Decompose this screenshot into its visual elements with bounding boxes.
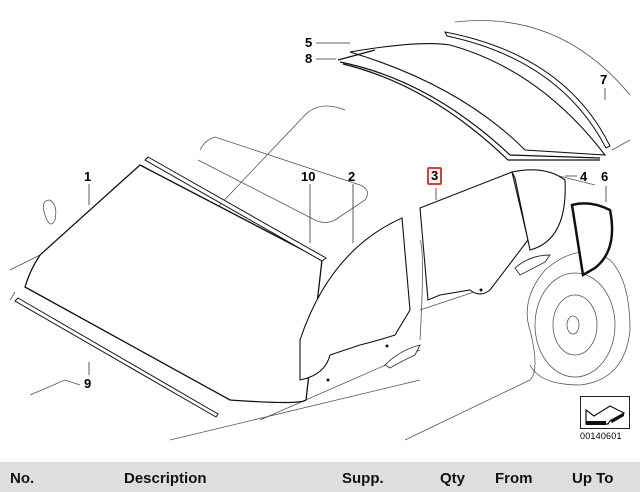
callout-3-highlighted[interactable]: 3 bbox=[427, 167, 443, 185]
column-no: No. bbox=[10, 470, 35, 487]
callout-8[interactable]: 8 bbox=[305, 51, 313, 66]
callout-2[interactable]: 2 bbox=[348, 169, 356, 184]
view-direction-arrow-icon[interactable] bbox=[580, 396, 630, 429]
parts-diagram bbox=[9, 20, 631, 441]
figure-id: 00140601 bbox=[580, 431, 622, 441]
callout-1[interactable]: 1 bbox=[84, 169, 92, 184]
column-qty: Qty bbox=[440, 470, 466, 487]
callout-4[interactable]: 4 bbox=[580, 169, 588, 184]
parts-table-header: No. Description Supp. Qty From Up To bbox=[0, 462, 640, 492]
callout-5[interactable]: 5 bbox=[305, 35, 313, 50]
callout-10[interactable]: 10 bbox=[301, 169, 316, 184]
column-description: Description bbox=[124, 470, 207, 487]
column-from: From bbox=[495, 470, 533, 487]
callout-6[interactable]: 6 bbox=[601, 169, 609, 184]
column-up-to: Up To bbox=[572, 470, 614, 487]
column-supp: Supp. bbox=[342, 470, 384, 487]
callout-9[interactable]: 9 bbox=[84, 376, 92, 391]
callout-7[interactable]: 7 bbox=[600, 72, 608, 87]
